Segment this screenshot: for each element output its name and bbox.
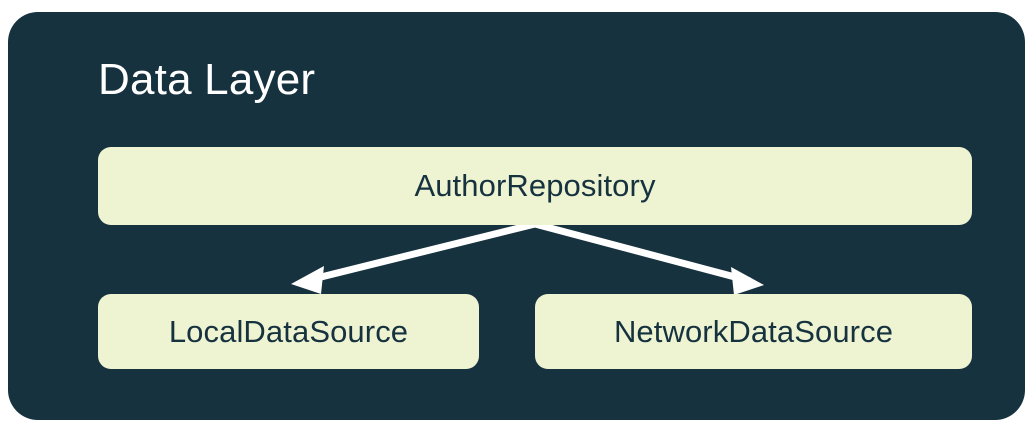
- layer-title: Data Layer: [98, 55, 316, 104]
- node-local-data-source-label: LocalDataSource: [168, 313, 409, 349]
- data-layer-diagram: Data Layer AuthorRepository LocalDataSou…: [8, 12, 1025, 420]
- node-network-data-source[interactable]: NetworkDataSource: [535, 294, 972, 369]
- node-local-data-source[interactable]: LocalDataSource: [98, 294, 479, 369]
- edge-author-repository-to-network-data-source: [534, 220, 764, 295]
- edge-author-repository-to-local-data-source: [291, 220, 536, 294]
- node-network-data-source-label: NetworkDataSource: [613, 313, 894, 349]
- node-author-repository[interactable]: AuthorRepository: [98, 147, 972, 225]
- node-author-repository-label: AuthorRepository: [414, 168, 656, 203]
- data-layer-card: Data Layer AuthorRepository LocalDataSou…: [8, 12, 1025, 420]
